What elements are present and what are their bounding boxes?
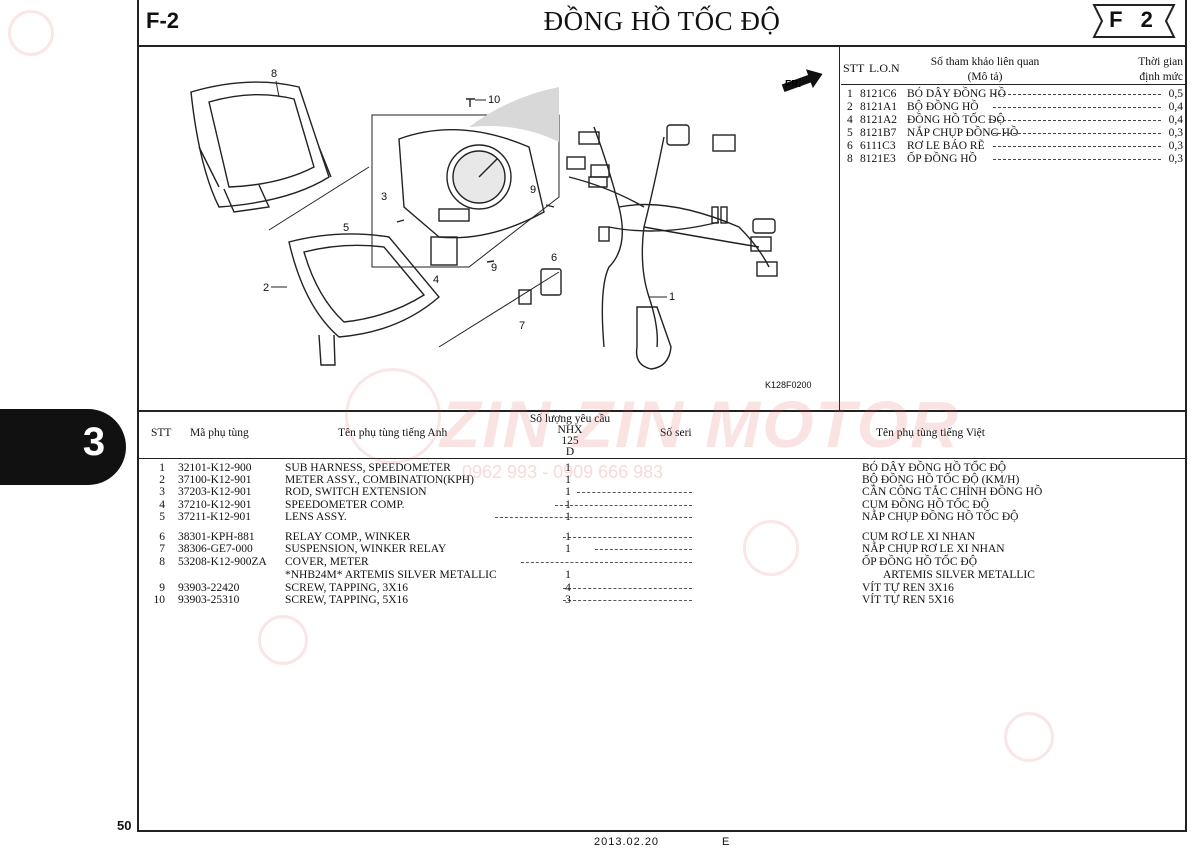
labor-header-time: Thời gian định mức [1138, 56, 1183, 83]
speedometer-drawing [398, 128, 545, 266]
callout-5: 5 [343, 222, 349, 234]
header-divider [137, 45, 1187, 47]
parts-header-part-no: Mã phụ tùng [190, 427, 249, 439]
callout-8: 8 [271, 68, 277, 80]
watermark-phone: 0962 993 - 0909 666 983 [462, 462, 664, 482]
page-number: 50 [117, 818, 132, 833]
section-code: F-2 [146, 8, 179, 33]
callout-7: 7 [519, 320, 525, 332]
callout-9-lower: 9 [491, 262, 497, 274]
section-tab-number: 3 [82, 420, 106, 464]
watermark-logo [258, 615, 308, 665]
labor-header-description: Số tham khảo liên quan (Mô tả) [930, 56, 1040, 83]
labor-header-lon: L.O.N [869, 61, 900, 75]
parts-header-stt: STT [151, 427, 172, 439]
table-top-divider [137, 410, 1187, 412]
callout-2: 2 [263, 282, 269, 294]
section-badge [1092, 4, 1176, 38]
parts-diagram: FR. 8 10 3 9 5 2 4 9 6 7 1 [190, 68, 823, 370]
footer-edition: E [722, 836, 730, 848]
page-frame [137, 0, 1187, 832]
watermark-logo [8, 10, 54, 56]
figure-reference: K128F0200 [765, 380, 812, 390]
watermark-logo [345, 368, 441, 464]
footer-date: 2013.02.20 [594, 836, 660, 848]
watermark-brand: ZIN ZIN MOTOR [440, 387, 960, 461]
callout-6: 6 [551, 252, 557, 264]
parts-header-serial: Số seri [660, 427, 692, 439]
parts-header-name-vn: Tên phụ tùng tiếng Việt [876, 427, 985, 439]
table-header-divider [137, 458, 1187, 459]
front-arrow [781, 69, 823, 93]
callout-1: 1 [669, 291, 675, 303]
page-title: ĐỒNG HỒ TỐC ĐỘ [543, 6, 781, 36]
wiring-harness-drawing [566, 124, 778, 370]
labor-header-divider [841, 84, 1185, 85]
callout-10: 10 [488, 94, 500, 106]
parts-header-quantity: Số lượng yêu cầu NHX 125 D [529, 413, 611, 458]
section-tab [0, 409, 126, 485]
labor-header-stt: STT [843, 61, 865, 75]
front-marker-label: FR. [785, 79, 801, 90]
section-badge-label: F 2 [1109, 7, 1159, 32]
watermark-logo [1004, 712, 1054, 762]
watermark-logo [743, 520, 799, 576]
meter-cover-drawing [190, 81, 332, 213]
callout-3: 3 [381, 191, 387, 203]
callout-4: 4 [433, 274, 439, 286]
diagram-divider [839, 46, 840, 411]
lens-drawing [288, 233, 440, 366]
callout-9-upper: 9 [530, 184, 536, 196]
